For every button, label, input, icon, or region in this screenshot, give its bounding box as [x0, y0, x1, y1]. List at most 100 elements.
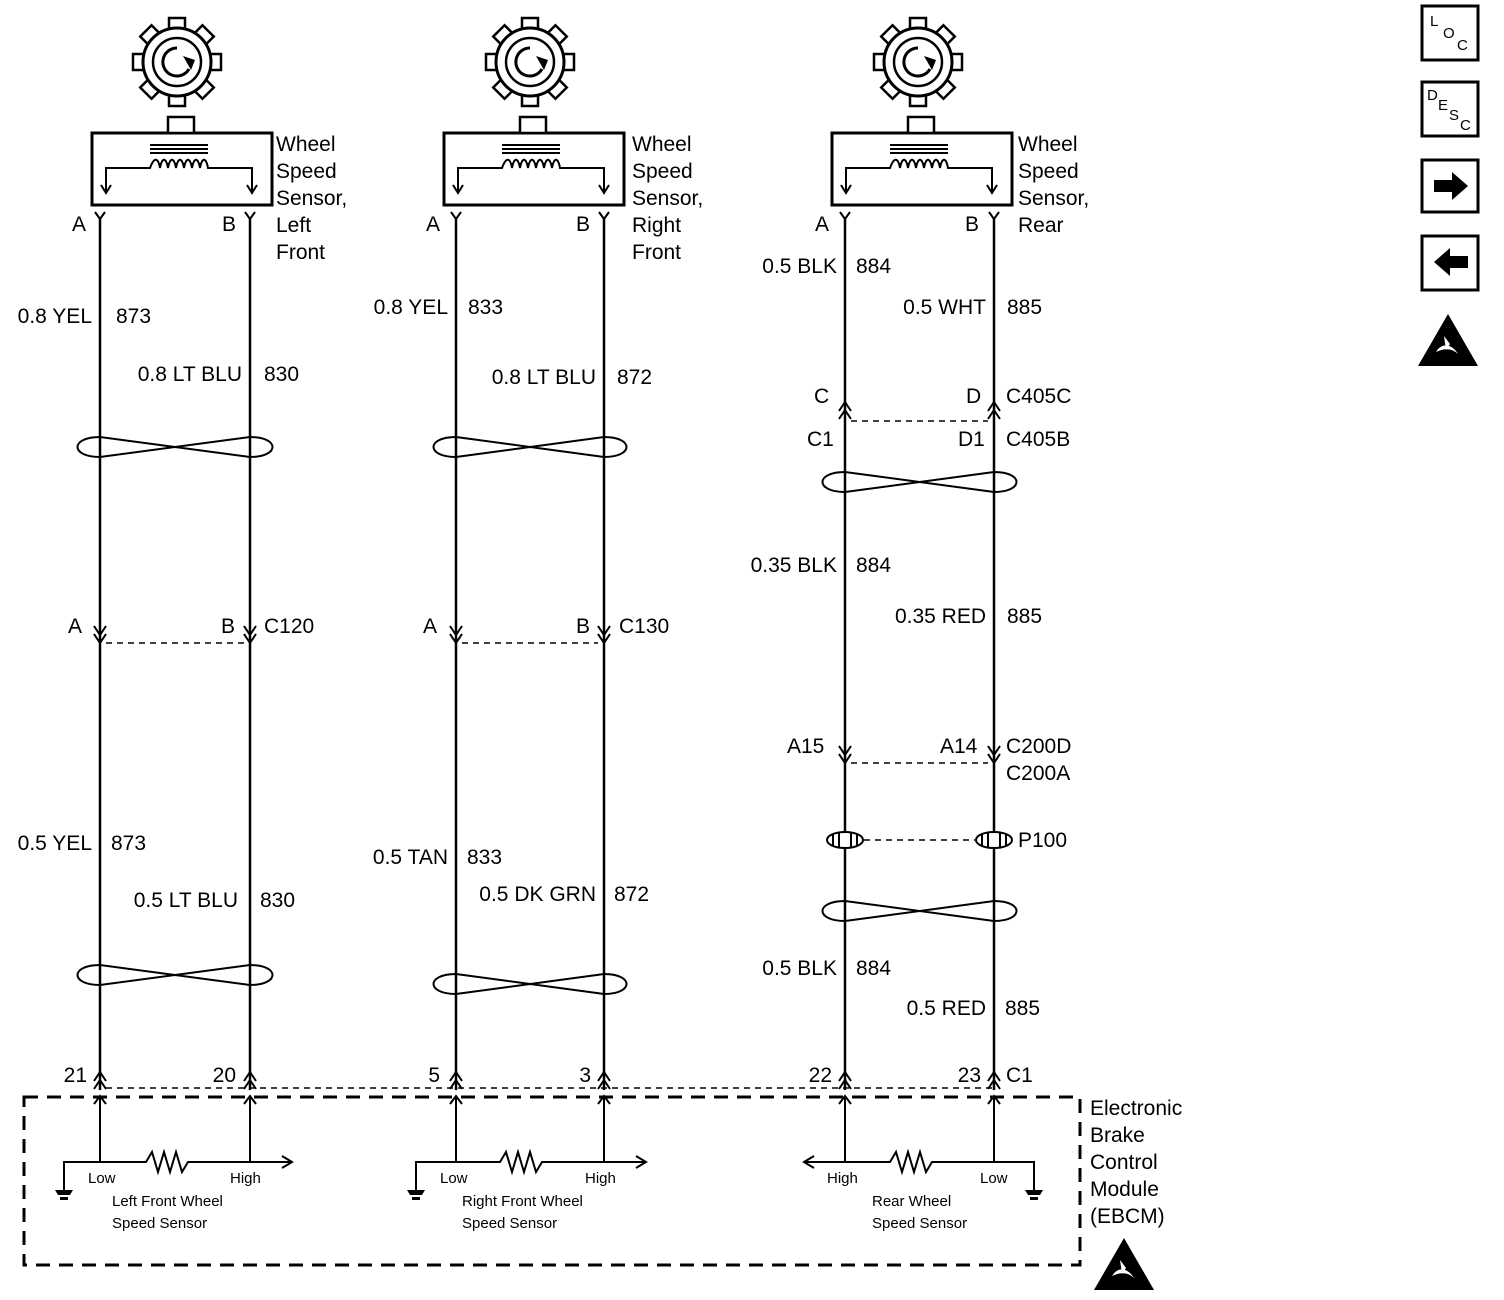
connector-pin: C: [814, 385, 829, 408]
left-front-sensor: [90, 115, 274, 207]
svg-text:L: L: [1430, 13, 1438, 30]
connector-name: C200A: [1006, 762, 1070, 785]
ebcm-box: [22, 1095, 1082, 1267]
arrow-right-icon: [281, 1155, 294, 1169]
circuit-number: 830: [264, 363, 299, 386]
tone-wheel-icon: [484, 16, 576, 108]
sensor-caption: Left Front Wheel: [112, 1193, 223, 1210]
module-label: Brake: [1090, 1124, 1145, 1147]
module-pin: 5: [428, 1064, 440, 1087]
sensor-caption: Speed Sensor: [112, 1215, 207, 1232]
connector-pin: D: [966, 385, 981, 408]
connector-name: C130: [619, 615, 669, 638]
wire-color: 0.5 DK GRN: [479, 883, 596, 906]
sensor-caption: Speed Sensor: [872, 1215, 967, 1232]
wire-color: 0.5 YEL: [18, 832, 92, 855]
connector-pin: A: [68, 615, 82, 638]
ground-icon: [54, 1175, 74, 1201]
twisted-pair: [432, 435, 628, 459]
right-front-sensor: [442, 115, 626, 207]
circuit-number: 884: [856, 255, 891, 278]
next-arrow-icon[interactable]: [1420, 158, 1480, 214]
previous-arrow-icon[interactable]: [1420, 234, 1480, 292]
sensor-label: Speed: [276, 160, 337, 183]
connector-pin: C1: [807, 428, 834, 451]
rear-circuit: Wheel Speed Sensor, Rear A B 0.5 BLK 884…: [751, 16, 1089, 1090]
location-icon[interactable]: L O C: [1420, 4, 1480, 62]
pin-label: A: [815, 213, 829, 236]
arrow-right-icon: [635, 1155, 648, 1169]
wire-color: 0.8 YEL: [374, 296, 448, 319]
module-label: Electronic: [1090, 1097, 1182, 1120]
esd-warning-icon: [1418, 314, 1478, 366]
pin-label: B: [222, 213, 236, 236]
connector-name: C1: [1006, 1064, 1033, 1087]
signal-label: High: [585, 1170, 616, 1187]
connector-pin: B: [576, 615, 590, 638]
module-pin: 3: [579, 1064, 591, 1087]
signal-label: High: [230, 1170, 261, 1187]
twisted-pair: [432, 972, 628, 996]
tone-wheel-icon: [872, 16, 964, 108]
ground-icon: [406, 1175, 426, 1201]
circuit-number: 885: [1005, 997, 1040, 1020]
connector-name: C405B: [1006, 428, 1070, 451]
sensor-label: Sensor,: [632, 187, 703, 210]
svg-text:D: D: [1427, 87, 1438, 104]
side-toolbar: L O C D E S C: [1418, 4, 1480, 366]
esd-warning-icon: [1094, 1238, 1154, 1290]
wire-color: 0.8 LT BLU: [492, 366, 596, 389]
tone-wheel-icon: [131, 16, 223, 108]
pin-label: B: [576, 213, 590, 236]
sensor-label: Left: [276, 214, 311, 237]
module-label: (EBCM): [1090, 1205, 1165, 1228]
sensor-caption: Rear Wheel: [872, 1193, 951, 1210]
circuit-number: 885: [1007, 296, 1042, 319]
sensor-label: Wheel: [276, 133, 336, 156]
wire-color: 0.8 YEL: [18, 305, 92, 328]
circuit-number: 873: [111, 832, 146, 855]
connector-name: C200D: [1006, 735, 1071, 758]
signal-label: Low: [440, 1170, 468, 1187]
wire-color: 0.5 BLK: [762, 255, 837, 278]
sensor-label: Sensor,: [276, 187, 347, 210]
arrow-left-icon: [802, 1155, 815, 1169]
pin-label: B: [965, 213, 979, 236]
sensor-label: Speed: [632, 160, 693, 183]
sensor-label: Speed: [1018, 160, 1079, 183]
circuit-number: 872: [614, 883, 649, 906]
sensor-label: Sensor,: [1018, 187, 1089, 210]
twisted-pair: [821, 470, 1018, 494]
sensor-label: Rear: [1018, 214, 1064, 237]
module-pin: 21: [64, 1064, 87, 1087]
rear-sensor: [830, 115, 1014, 207]
twisted-pair: [76, 435, 274, 459]
wire-color: 0.5 LT BLU: [134, 889, 238, 912]
wire-color: 0.35 BLK: [751, 554, 837, 577]
connector-pin: A14: [940, 735, 978, 758]
circuit-number: 872: [617, 366, 652, 389]
sensor-label: Front: [276, 241, 325, 264]
module-label: Module: [1090, 1178, 1159, 1201]
resistor: [63, 1148, 290, 1176]
module-label: Control: [1090, 1151, 1158, 1174]
circuit-number: 884: [856, 957, 891, 980]
svg-text:C: C: [1460, 117, 1471, 134]
circuit-number: 873: [116, 305, 151, 328]
resistor: [804, 1148, 1035, 1176]
signal-label: Low: [88, 1170, 116, 1187]
left-front-circuit: Wheel Speed Sensor, Left Front A B 0.8 Y…: [18, 16, 347, 1090]
description-icon[interactable]: D E S C: [1420, 80, 1480, 138]
sensor-label: Front: [632, 241, 681, 264]
connector-pin: D1: [958, 428, 985, 451]
pin-label: A: [426, 213, 440, 236]
sensor-caption: Right Front Wheel: [462, 1193, 583, 1210]
wire-color: 0.8 LT BLU: [138, 363, 242, 386]
svg-text:E: E: [1438, 97, 1448, 114]
twisted-pair: [821, 899, 1018, 923]
connector-pin: A: [423, 615, 437, 638]
wire-color: 0.5 RED: [907, 997, 986, 1020]
circuit-number: 833: [467, 846, 502, 869]
twisted-pair: [76, 963, 274, 987]
